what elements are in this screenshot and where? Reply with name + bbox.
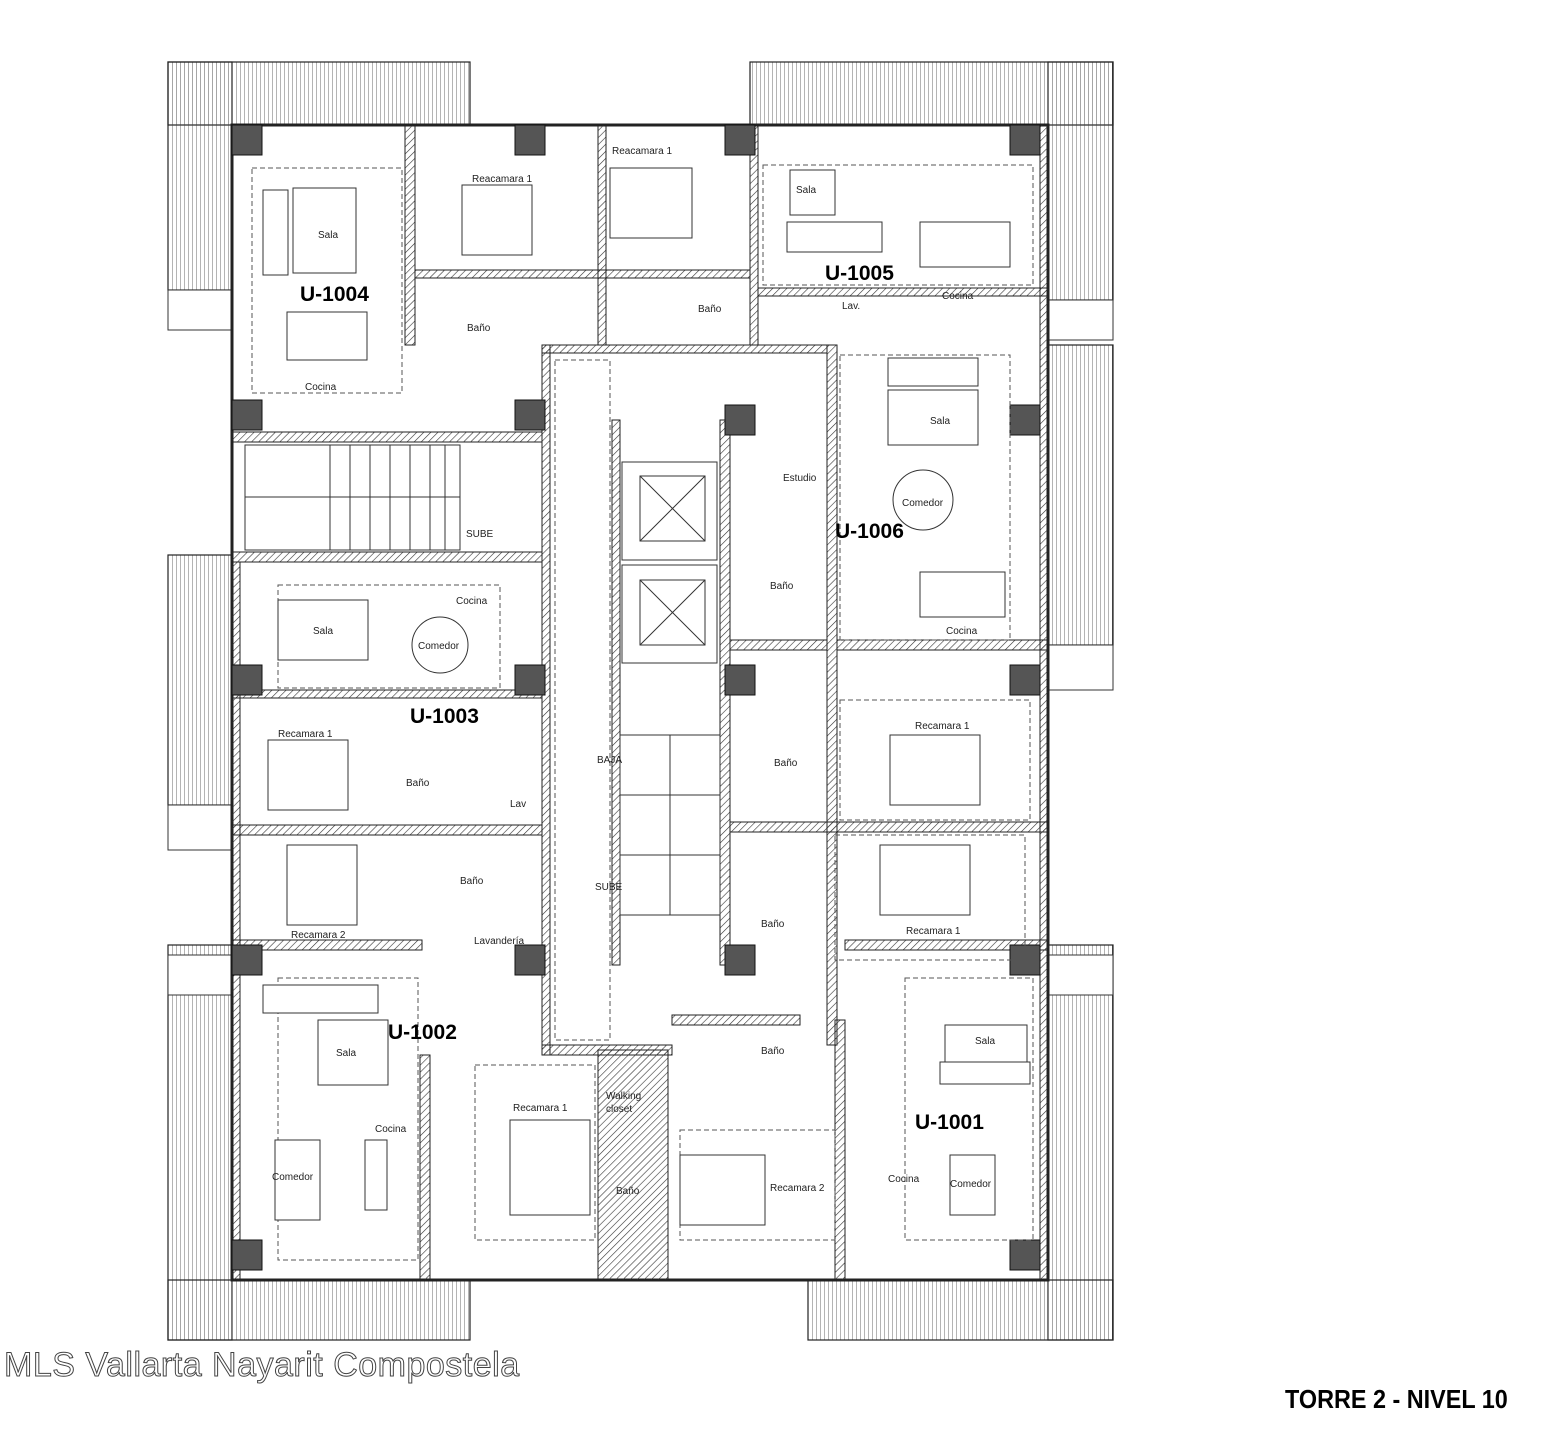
room-label: Sala [796,185,816,196]
room-label: Cocina [305,382,337,393]
unit-label-1003: U-1003 [410,705,479,728]
room-label: Baño [616,1186,640,1197]
room-label: closet [606,1104,632,1115]
dashed-outlines [251,164,1034,1261]
watermark: MLS Vallarta Nayarit Compostela [4,1346,520,1385]
unit-label-1005: U-1005 [825,262,894,285]
columns [231,124,1041,1271]
room-label: Cocina [888,1174,920,1185]
stair-up-label: SUBE [466,529,494,540]
stair-up-label-2: SUBE [595,882,623,893]
room-label: Lav. [842,301,860,312]
room-label: Comedor [418,641,460,652]
room-label: Comedor [950,1179,992,1190]
room-label: Sala [930,416,950,427]
room-label: Cocina [946,626,978,637]
room-label: Lav [510,799,526,810]
unit-label-1001: U-1001 [915,1111,984,1134]
room-labels: Sala Cocina Reacamara 1 Reacamara 1 Sala… [272,146,995,1197]
room-label: Reacamara 1 [472,174,532,185]
room-label: Sala [313,626,333,637]
room-label: Baño [761,1046,785,1057]
unit-label-1002: U-1002 [388,1021,457,1044]
stairs [244,444,721,916]
room-label: Sala [318,230,338,241]
room-label: Cocina [942,291,974,302]
room-label: Lavandería [474,936,524,947]
room-label: Baño [761,919,785,930]
room-label: Recamara 1 [513,1103,568,1114]
room-label: Cocina [456,596,488,607]
room-label: Recamara 1 [278,729,333,740]
room-label: Comedor [902,498,944,509]
unit-label-1006: U-1006 [835,520,904,543]
room-label: Baño [467,323,491,334]
room-label: Walking [606,1091,641,1102]
plan-title: TORRE 2 - NIVEL 10 [1285,1384,1508,1414]
room-label: Reacamara 1 [612,146,672,157]
room-label: Sala [975,1036,995,1047]
room-label: Cocina [375,1124,407,1135]
room-label: Recamara 1 [906,926,961,937]
furniture [262,167,1031,1226]
room-label: Baño [774,758,798,769]
stair-down-label: BAJA [597,755,622,766]
room-label: Recamara 2 [770,1183,825,1194]
balconies [167,61,1114,1341]
room-label: Baño [460,876,484,887]
room-label: Comedor [272,1172,314,1183]
room-label: Estudio [783,473,817,484]
unit-label-1004: U-1004 [300,283,369,306]
room-label: Sala [336,1048,356,1059]
room-label: Baño [406,778,430,789]
room-label: Baño [770,581,794,592]
room-label: Recamara 2 [291,930,346,941]
unit-labels: U-1004 U-1005 U-1006 U-1003 U-1002 U-100… [300,262,984,1134]
room-label: Baño [698,304,722,315]
room-label: Recamara 1 [915,721,970,732]
elevators [621,461,718,664]
